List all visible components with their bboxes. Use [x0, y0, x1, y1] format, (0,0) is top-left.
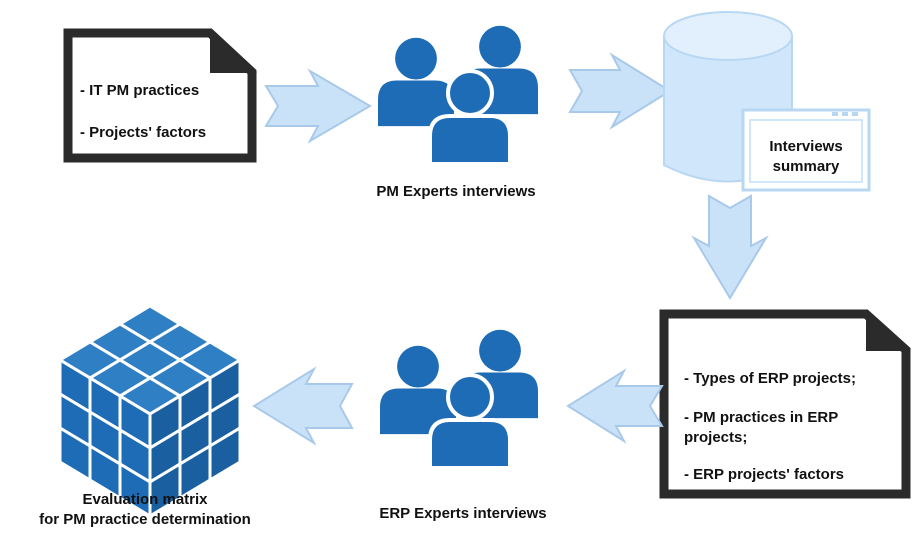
- pm-experts-label: PM Experts interviews: [376, 183, 536, 200]
- people-icon-bottom: [380, 329, 538, 470]
- doc-bottom-line-1: - Types of ERP projects;: [684, 370, 856, 387]
- erp-experts-label: ERP Experts interviews: [379, 505, 547, 522]
- arrow-icon-4: [566, 368, 664, 444]
- evaluation-matrix-line-2: for PM practice determination: [39, 511, 251, 528]
- doc-top-line-2: - Projects' factors: [80, 124, 207, 141]
- document-icon-top: [63, 28, 257, 163]
- arrow-icon-2: [568, 52, 672, 130]
- arrow-icon-5: [252, 366, 354, 446]
- cube-icon: [57, 304, 243, 519]
- cube-right-cell: [208, 425, 242, 483]
- arrow-icon-1: [264, 68, 372, 144]
- doc-bottom-line-2: - PM practices in ERP: [684, 409, 839, 426]
- doc-bottom-line-3: projects;: [684, 429, 748, 446]
- evaluation-matrix-line-1: Evaluation matrix: [82, 491, 208, 508]
- doc-top-line-1: - IT PM practices: [80, 82, 200, 99]
- interviews-summary-line-1: Interviews: [769, 138, 843, 155]
- window-icon: [741, 108, 871, 192]
- doc-bottom-line-4: - ERP projects' factors: [684, 466, 845, 483]
- document-icon-bottom: [659, 309, 911, 499]
- arrow-icon-3: [691, 194, 769, 300]
- people-icon-top: [378, 25, 538, 166]
- interviews-summary-line-2: summary: [772, 158, 840, 175]
